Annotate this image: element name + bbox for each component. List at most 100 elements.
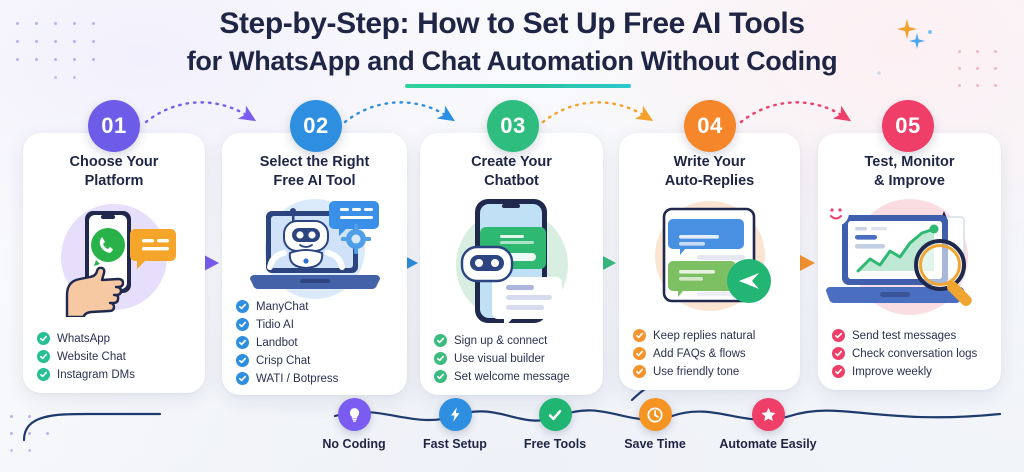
bullet-label: Keep replies natural: [653, 329, 756, 342]
check-icon: [434, 352, 447, 365]
sparkle-small-blue-icon: [928, 30, 932, 34]
sparkle-dot-left-icon: [877, 71, 881, 75]
step-bullets-3: Sign up & connect Use visual builder Set…: [434, 334, 593, 383]
step-number-4: 04: [697, 113, 723, 138]
bullet-item: Keep replies natural: [633, 329, 790, 342]
sparkle-orange-icon: [897, 19, 917, 39]
bullet-item: Send test messages: [832, 329, 991, 342]
bullet-label: Website Chat: [57, 350, 126, 363]
bullet-item: Tidio AI: [236, 318, 397, 331]
step-title-2-line1: Select the Right: [259, 154, 370, 170]
title-line-1: Step-by-Step: How to Set Up Free AI Tool…: [219, 7, 805, 40]
step-card-5[interactable]: Test, Monitor & Improve: [818, 133, 1001, 390]
bullet-label: Crisp Chat: [256, 354, 311, 367]
bullet-label: Use friendly tone: [653, 365, 740, 378]
step-badge-2: 02: [290, 100, 342, 152]
step-title-4-line2: Auto-Replies: [664, 173, 755, 189]
check-icon: [434, 370, 447, 383]
footer-label: Save Time: [624, 437, 686, 451]
step-card-2[interactable]: Select the Right Free AI Tool: [222, 133, 407, 395]
title-line-2: for WhatsApp and Chat Automation Without…: [186, 46, 838, 76]
bullet-item: Use visual builder: [434, 352, 593, 365]
bullet-label: Improve weekly: [852, 365, 932, 378]
bullet-item: Check conversation logs: [832, 347, 991, 360]
step-card-3[interactable]: Create Your Chatbot: [420, 133, 603, 395]
check-icon: [832, 365, 845, 378]
bullet-item: ManyChat: [236, 300, 397, 313]
step-title-1-line1: Choose Your: [69, 154, 159, 170]
step-title-2: Select the Right Free AI Tool: [222, 153, 407, 191]
bullet-label: Landbot: [256, 336, 298, 349]
bullet-item: Instagram DMs: [37, 368, 195, 381]
step-title-5-line2: & Improve: [874, 173, 945, 189]
bullet-item: Website Chat: [37, 350, 195, 363]
step-illustration-4: [619, 197, 800, 315]
check-icon: [434, 334, 447, 347]
footer-label: Free Tools: [523, 437, 587, 451]
bullet-item: Use friendly tone: [633, 365, 790, 378]
bullet-label: ManyChat: [256, 300, 309, 313]
step-badge-5: 05: [882, 100, 934, 152]
step-bullets-4: Keep replies natural Add FAQs & flows Us…: [633, 329, 790, 378]
check-icon: [37, 332, 50, 345]
bullet-item: WhatsApp: [37, 332, 195, 345]
footer-label: Automate Easily: [719, 437, 817, 451]
check-icon: [37, 368, 50, 381]
star-icon: [751, 398, 785, 431]
step-illustration-2: [222, 197, 407, 301]
check-icon: [832, 347, 845, 360]
footer-item-free-tools[interactable]: Free Tools: [511, 398, 599, 451]
bullet-label: Check conversation logs: [852, 347, 978, 360]
bullet-item: WATI / Botpress: [236, 372, 397, 385]
footer-item-fast-setup[interactable]: Fast Setup: [411, 398, 499, 451]
check-icon: [633, 329, 646, 342]
step-card-4[interactable]: Write Your Auto-Replies: [619, 133, 800, 390]
step-number-1: 01: [101, 113, 127, 138]
step-title-1-line2: Platform: [84, 173, 144, 189]
step-title-3: Create Your Chatbot: [420, 153, 603, 191]
bullet-label: Add FAQs & flows: [653, 347, 746, 360]
check-icon: [236, 300, 249, 313]
step-illustration-3: [420, 197, 603, 327]
step-illustration-1: [23, 197, 205, 317]
step-bullets-1: WhatsApp Website Chat Instagram DMs: [37, 332, 195, 381]
step-number-3: 03: [500, 113, 526, 138]
step-badge-3: 03: [487, 100, 539, 152]
bullet-label: Tidio AI: [256, 318, 294, 331]
step-bullets-5: Send test messages Check conversation lo…: [832, 329, 991, 378]
check-icon: [236, 354, 249, 367]
check-icon: [236, 318, 249, 331]
step-title-4: Write Your Auto-Replies: [619, 153, 800, 191]
step-title-5: Test, Monitor & Improve: [818, 153, 1001, 191]
step-title-5-line1: Test, Monitor: [864, 154, 955, 170]
bullet-label: WATI / Botpress: [256, 372, 339, 385]
step-title-4-line1: Write Your: [673, 154, 746, 170]
bullet-label: Sign up & connect: [454, 334, 548, 347]
bullet-label: Send test messages: [852, 329, 957, 342]
clock-icon: [638, 398, 672, 431]
gear-icon: [341, 224, 371, 254]
sparkle-blue-icon: [909, 33, 925, 49]
footer-label: No Coding: [322, 437, 386, 451]
step-number-5: 05: [895, 113, 921, 138]
bullet-item: Add FAQs & flows: [633, 347, 790, 360]
lightning-icon: [438, 398, 472, 431]
bullet-label: Set welcome message: [454, 370, 570, 383]
check-icon: [538, 398, 572, 431]
step-bullets-2: ManyChat Tidio AI Landbot Crisp Chat: [236, 300, 397, 385]
bullet-item: Improve weekly: [832, 365, 991, 378]
bullet-item: Sign up & connect: [434, 334, 593, 347]
check-icon: [236, 336, 249, 349]
lightbulb-icon: [337, 398, 371, 431]
step-card-1[interactable]: Choose Your Platform: [23, 133, 205, 393]
footer-item-automate-easily[interactable]: Automate Easily: [712, 398, 824, 451]
step-title-3-line2: Chatbot: [484, 173, 539, 189]
footer-item-save-time[interactable]: Save Time: [611, 398, 699, 451]
step-number-2: 02: [303, 113, 329, 138]
check-icon: [633, 347, 646, 360]
check-icon: [236, 372, 249, 385]
footer-item-no-coding[interactable]: No Coding: [310, 398, 398, 451]
bullet-item: Crisp Chat: [236, 354, 397, 367]
step-title-3-line1: Create Your: [471, 154, 552, 170]
